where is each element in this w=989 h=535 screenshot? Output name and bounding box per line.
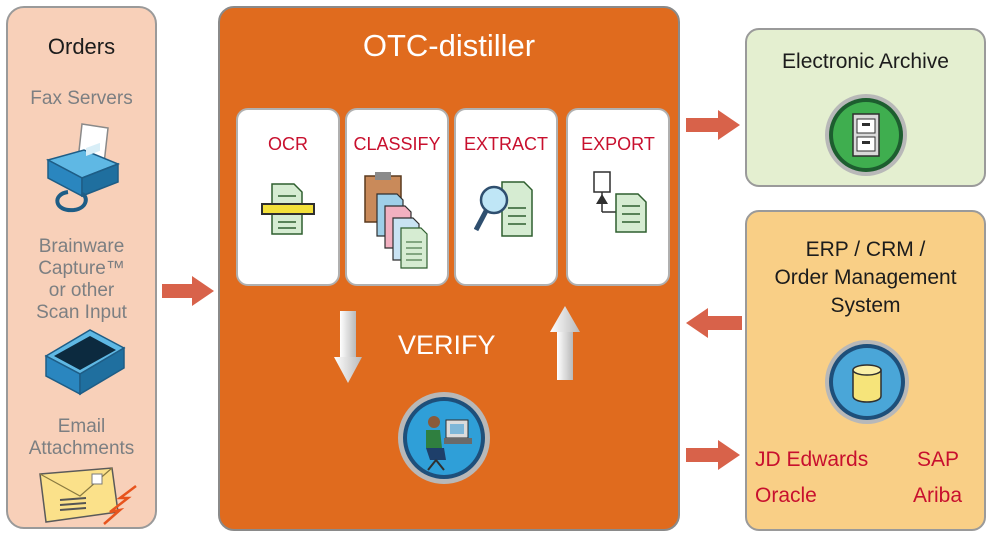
step-classify-label: CLASSIFY xyxy=(353,134,441,154)
step-export: EXPORT xyxy=(566,108,670,286)
filing-cabinet-icon xyxy=(825,94,907,176)
fax-servers-label: Fax Servers xyxy=(30,88,133,109)
extract-magnifier-icon xyxy=(474,181,533,237)
otc-distiller-panel: OTC-distiller OCR CLASSIFY EXTRACT xyxy=(218,6,680,531)
verify-up-arrow xyxy=(550,306,580,380)
scan-label-line-2: Capture™ xyxy=(38,258,125,279)
distiller-to-erp-arrow xyxy=(686,440,740,470)
export-document-icon xyxy=(593,171,647,233)
erp-to-distiller-arrow xyxy=(686,308,742,338)
step-ocr-label: OCR xyxy=(268,134,308,154)
distiller-title: OTC-distiller xyxy=(362,28,536,63)
verify-label: VERIFY xyxy=(398,330,496,360)
scan-label-line-4: Scan Input xyxy=(36,302,127,323)
step-extract: EXTRACT xyxy=(454,108,558,286)
electronic-archive-panel: Electronic Archive xyxy=(745,28,986,187)
erp-title-line-2: Order Management xyxy=(774,266,957,289)
archive-title: Electronic Archive xyxy=(782,50,949,73)
step-classify: CLASSIFY xyxy=(345,108,449,286)
step-ocr: OCR xyxy=(236,108,340,286)
orders-title: Orders xyxy=(47,34,116,59)
erp-title-line-1: ERP / CRM / xyxy=(805,238,926,261)
erp-title-line-3: System xyxy=(830,294,901,317)
scan-label-line-3: or other xyxy=(48,280,115,301)
system-oracle: Oracle xyxy=(755,484,817,507)
orders-to-distiller-arrow xyxy=(162,276,214,306)
orders-panel: Orders Fax Servers Brainware Capture™ or… xyxy=(6,6,157,529)
erp-crm-panel: ERP / CRM / Order Management System JD E… xyxy=(745,210,986,531)
fax-machine-icon xyxy=(45,123,121,213)
step-export-label: EXPORT xyxy=(581,134,655,154)
system-jd-edwards: JD Edwards xyxy=(755,448,869,471)
verifier-operator-icon xyxy=(398,392,490,484)
email-label-line-1: Email xyxy=(57,416,106,437)
distiller-to-archive-arrow xyxy=(686,110,740,140)
system-ariba: Ariba xyxy=(913,484,963,507)
step-extract-label: EXTRACT xyxy=(463,134,548,154)
email-envelope-icon xyxy=(39,467,137,525)
classify-documents-icon xyxy=(364,172,428,269)
database-icon xyxy=(825,340,909,424)
email-label-line-2: Attachments xyxy=(28,438,135,459)
scanner-icon xyxy=(44,329,126,396)
system-sap: SAP xyxy=(917,448,960,471)
scan-label-line-1: Brainware xyxy=(38,236,125,257)
ocr-scan-icon xyxy=(261,183,315,235)
verify-down-arrow xyxy=(334,311,362,383)
